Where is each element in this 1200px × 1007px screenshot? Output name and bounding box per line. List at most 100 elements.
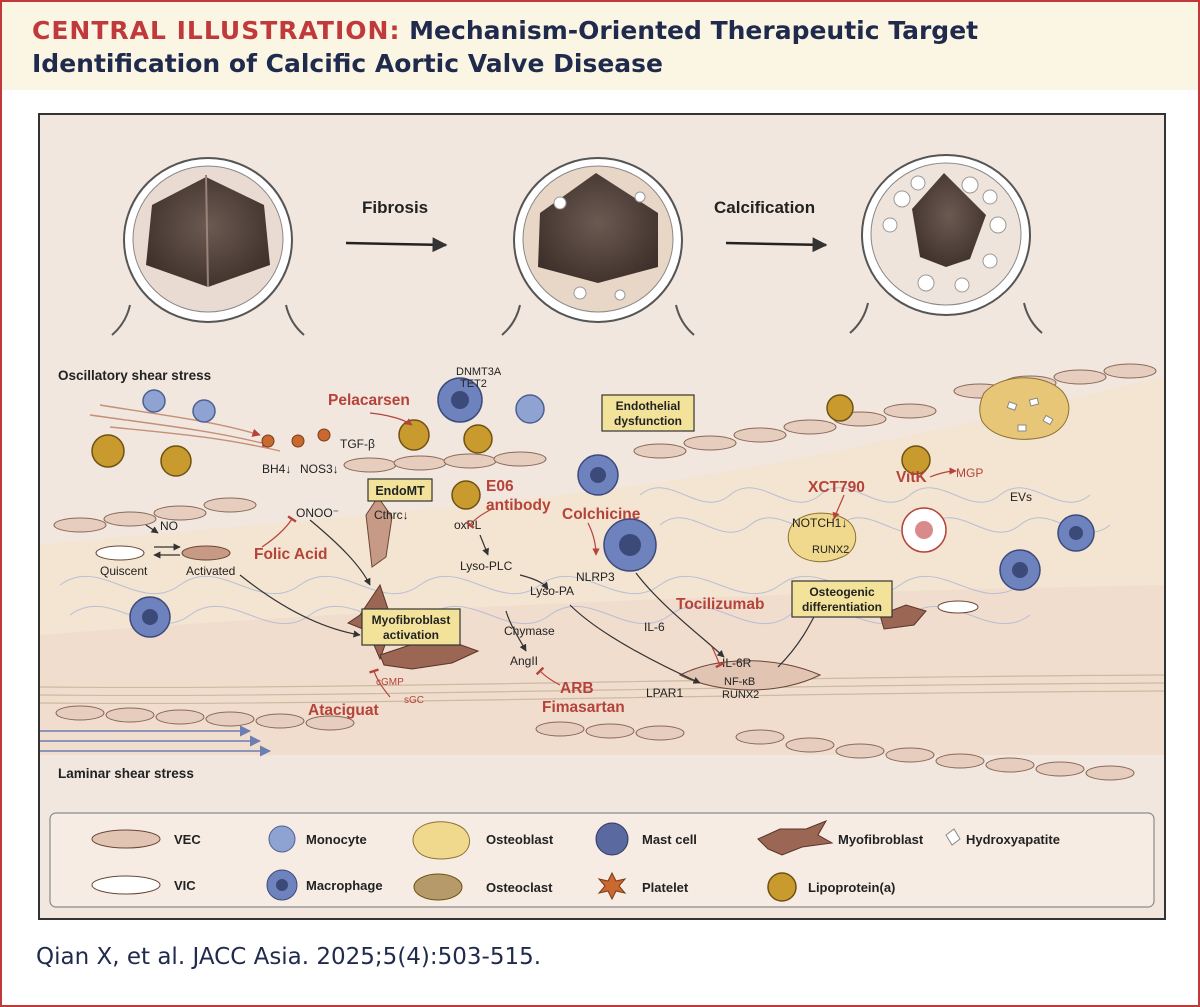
drug-inhibition-lines <box>261 412 957 698</box>
stage-label-calcification: Calcification <box>714 198 815 217</box>
drug-ataciguat: Ataciguat <box>308 702 379 719</box>
quiscent-label: Quiscent <box>100 564 148 578</box>
stage-arrow-2 <box>725 237 828 253</box>
legend-macrophage-label: Macrophage <box>306 878 383 893</box>
activated-vic <box>181 545 231 561</box>
stage-label-fibrosis: Fibrosis <box>362 198 428 217</box>
oscillatory-flow-lines <box>89 404 281 452</box>
dnmt3a-label: DNMT3A <box>456 366 502 378</box>
drug-arb-line2: Fimasartan <box>542 699 625 716</box>
legend-platelet-icon <box>597 871 627 901</box>
macrophage-nuclei <box>142 391 1083 625</box>
legend-vic-icon <box>91 875 161 895</box>
vic-cells <box>95 545 979 614</box>
drug-folic-acid: Folic Acid <box>254 546 328 563</box>
legend-vic-label: VIC <box>174 878 196 893</box>
nos3-label: NOS3↓ <box>300 462 339 476</box>
runx2-center-label: RUNX2 <box>722 689 759 701</box>
legend-osteoclast-icon <box>413 873 463 901</box>
valve-fibrotic <box>501 157 695 336</box>
oxpl-label: oxPL <box>454 518 482 532</box>
legend-lipoprotein-icon <box>767 872 797 902</box>
legend-monocyte-label: Monocyte <box>306 832 367 847</box>
cthrc-label: Cthrc↓ <box>374 508 409 522</box>
box-endomt-label: EndoMT <box>375 484 425 498</box>
mgp-label: MGP <box>956 466 983 480</box>
cgmp-label: cGMP <box>376 677 404 688</box>
legend: VEC VIC Monocyte Macrophage Osteoblast O… <box>49 812 1155 908</box>
platelets <box>261 428 331 448</box>
vec-bottom-layer <box>55 705 1135 781</box>
diagram-panel: Fibrosis Calcification <box>38 113 1166 920</box>
legend-myofibroblast-icon <box>757 820 834 856</box>
legend-osteoclast-label: Osteoclast <box>486 880 553 895</box>
legend-vec-label: VEC <box>174 832 201 847</box>
box-endothelial-line1: Endothelial <box>616 399 681 413</box>
mechanism-diagram: Fibrosis Calcification <box>40 154 1164 908</box>
drug-colchicine: Colchicine <box>562 506 641 523</box>
bh4-label: BH4↓ <box>262 462 291 476</box>
nlrp3-label: NLRP3 <box>576 570 615 584</box>
oscillatory-shear-label: Oscillatory shear stress <box>58 368 211 383</box>
notch1-label: NOTCH1↓ <box>792 516 847 530</box>
legend-lipoprotein-label: Lipoprotein(a) <box>808 880 895 895</box>
valve-normal <box>111 157 305 336</box>
drug-arb-line1: ARB <box>560 680 594 697</box>
legend-osteoblast-icon <box>412 821 471 860</box>
tgfb-label: TGF-β <box>340 437 375 451</box>
drug-tocilizumab: Tocilizumab <box>676 596 764 613</box>
sgc-label: sGC <box>404 695 424 706</box>
box-myofibroblast-line2: activation <box>383 628 439 642</box>
stage-arrow-1 <box>345 237 448 253</box>
il6r-label: IL-6R <box>722 656 752 670</box>
legend-myofibroblast-label: Myofibroblast <box>838 832 924 847</box>
valve-calcified <box>849 154 1043 334</box>
monocytes <box>142 389 545 424</box>
box-endothelial-line2: dysfunction <box>614 414 682 428</box>
box-endothelial-dysfunction: Endothelial dysfunction <box>601 394 695 432</box>
legend-monocyte-icon <box>268 825 296 853</box>
lysopa-label: Lyso-PA <box>530 584 574 598</box>
legend-hydroxyapatite-icon <box>945 828 961 846</box>
box-osteogenic-differentiation: Osteogenic differentiation <box>791 580 893 618</box>
box-myofibroblast-line1: Myofibroblast <box>372 613 451 627</box>
il6-label: IL-6 <box>644 620 665 634</box>
legend-mast-cell-icon <box>595 822 629 856</box>
legend-platelet-label: Platelet <box>642 880 689 895</box>
legend-osteoblast-label: Osteoblast <box>486 832 554 847</box>
box-myofibroblast-activation: Myofibroblast activation <box>361 608 461 646</box>
hydroxyapatite-crystals <box>1006 397 1054 432</box>
tet2-label: TET2 <box>460 378 487 390</box>
no-label: NO <box>160 519 178 533</box>
lysoplc-label: Lyso-PLC <box>460 559 513 573</box>
drug-xct790: XCT790 <box>808 479 865 496</box>
figure-title: CENTRAL ILLUSTRATION: Mechanism-Oriented… <box>32 14 1172 80</box>
activated-label: Activated <box>186 564 235 578</box>
legend-hydroxyapatite-label: Hydroxyapatite <box>966 832 1060 847</box>
osteoclast-nodule <box>979 377 1070 440</box>
angii-label: AngII <box>510 654 538 668</box>
laminar-shear-label: Laminar shear stress <box>58 766 194 781</box>
nfkb-label: NF-κB <box>724 676 755 688</box>
fibrosa-layer <box>40 585 1164 755</box>
drug-vitk: VitK <box>896 469 928 486</box>
title-text: Mechanism-Oriented Therapeutic Target Id… <box>32 16 979 78</box>
osteoblast-cell <box>787 512 857 563</box>
legend-macrophage-nucleus <box>276 879 288 891</box>
header-banner: CENTRAL ILLUSTRATION: Mechanism-Oriented… <box>2 2 1198 90</box>
collagen-fibers <box>59 487 1111 625</box>
ev-core <box>915 521 933 539</box>
drug-e06-line2: antibody <box>486 497 551 514</box>
citation: Qian X, et al. JACC Asia. 2025;5(4):503-… <box>36 944 542 970</box>
title-label: CENTRAL ILLUSTRATION: <box>32 16 401 45</box>
lipoprotein-particles <box>91 394 931 510</box>
box-osteogenic-line1: Osteogenic <box>809 585 875 599</box>
legend-vec-icon <box>91 829 161 849</box>
drug-pelacarsen: Pelacarsen <box>328 392 410 409</box>
lpar1-label: LPAR1 <box>646 686 683 700</box>
box-endomt: EndoMT <box>367 478 433 502</box>
evs-label: EVs <box>1010 490 1032 504</box>
onoo-label: ONOO⁻ <box>296 506 339 520</box>
legend-mast-cell-label: Mast cell <box>642 832 697 847</box>
box-osteogenic-line2: differentiation <box>802 600 882 614</box>
